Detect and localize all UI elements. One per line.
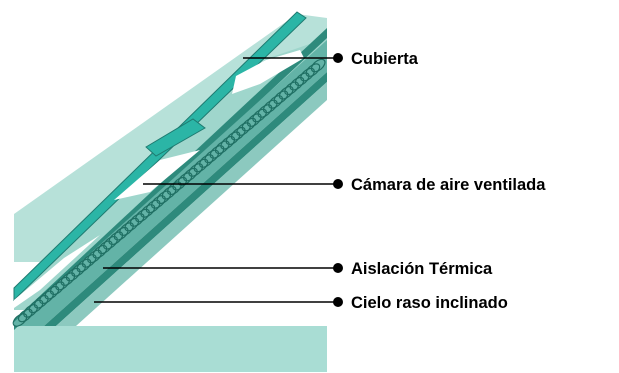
leader-dot-roof	[333, 53, 343, 63]
insulation-coil	[87, 249, 102, 264]
insulation-coil	[39, 290, 54, 305]
insulation-coil	[183, 167, 198, 182]
insulation-coil	[97, 240, 113, 255]
ventilation-gap-upper	[232, 50, 304, 94]
ventilation-gap-middle	[114, 150, 200, 200]
insulation-coil	[278, 85, 294, 100]
insulation-coil	[204, 149, 220, 164]
insulation-coil	[76, 258, 92, 273]
insulation-coil	[300, 67, 315, 82]
insulation-coil	[241, 117, 257, 132]
insulation-coil	[119, 222, 134, 236]
insulation-coil	[252, 108, 267, 123]
insulation-coil	[230, 126, 246, 141]
insulation-coil	[188, 163, 204, 177]
insulation-coil	[262, 99, 278, 114]
insulation-coil	[33, 294, 49, 309]
insulation-coil	[129, 213, 145, 227]
insulation-coil	[151, 195, 166, 209]
insulation-coil	[55, 276, 70, 291]
insulation-coil	[60, 272, 76, 286]
roof-covering	[13, 11, 307, 302]
insulation-coil	[294, 72, 310, 87]
insulation-coil	[23, 304, 38, 318]
insulation-coil	[236, 122, 251, 136]
insulation-coil	[257, 104, 273, 118]
insulation-coil	[209, 145, 225, 159]
ventilation-gap-lower	[14, 235, 100, 308]
insulation-coil	[156, 190, 172, 205]
label-ventilated-chamber: Cámara de aire ventilada	[351, 176, 546, 194]
insulation-coil	[92, 244, 108, 259]
insulation-coil	[214, 140, 230, 155]
leader-dot-chamber	[333, 179, 343, 189]
insulation-coil	[167, 181, 182, 196]
lower-structure-stripe	[44, 72, 327, 326]
insulation-coil	[145, 199, 161, 214]
insulation-coil	[124, 217, 140, 232]
leader-dot-ceiling	[333, 297, 343, 307]
insulation-coil	[103, 235, 118, 250]
insulation-coil	[199, 154, 214, 168]
insulation-coil	[305, 63, 321, 77]
insulation-coil	[310, 58, 326, 73]
base-block	[14, 326, 327, 372]
insulation-coil	[220, 135, 236, 150]
insulation-coil	[172, 176, 188, 191]
insulation-coil	[49, 281, 65, 296]
label-thermal-insulation: Aislación Térmica	[351, 260, 493, 278]
insulation-coil	[140, 204, 156, 218]
insulation-coil	[284, 81, 299, 96]
insulation-coil	[135, 208, 150, 223]
insulation-coil	[81, 254, 97, 268]
leader-dot-insulation	[333, 263, 343, 273]
ceiling-layer	[56, 82, 327, 326]
insulation-coil	[289, 76, 305, 91]
insulation-coils	[12, 58, 326, 327]
insulation-coil	[65, 267, 81, 282]
insulation-coil	[113, 226, 129, 241]
insulation-coil	[273, 90, 289, 105]
insulation-coil	[268, 95, 283, 109]
label-roof: Cubierta	[351, 50, 418, 68]
insulation-coil	[246, 113, 262, 127]
insulation-coil	[28, 299, 44, 314]
insulation-coil	[225, 131, 241, 146]
insulation-coil	[108, 231, 124, 246]
roof-cover-plate	[145, 118, 206, 157]
insulation-coil	[17, 308, 33, 323]
insulation-coil	[161, 185, 177, 200]
insulation-coil	[71, 263, 86, 277]
label-inclined-ceiling: Cielo raso inclinado	[351, 294, 508, 312]
insulation-coil	[12, 313, 28, 327]
insulation-coil	[193, 158, 209, 173]
insulation-coil	[44, 285, 60, 300]
